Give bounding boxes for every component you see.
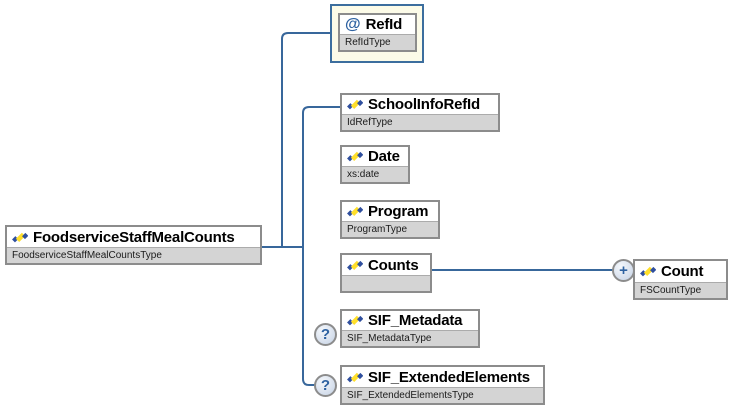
node-label: SIF_ExtendedElements <box>368 368 530 386</box>
wire-to-refid <box>281 32 330 247</box>
node-count[interactable]: Count FSCountType <box>633 259 728 300</box>
optional-badge-sif-metadata[interactable]: ? <box>314 323 337 346</box>
node-refid[interactable]: @ RefId RefIdType <box>338 13 417 52</box>
node-title: SchoolInfoRefId <box>342 95 498 114</box>
node-foodservicestaffmealcounts[interactable]: FoodserviceStaffMealCounts FoodserviceSt… <box>5 225 262 265</box>
optional-badge-sif-extendedelements[interactable]: ? <box>314 374 337 397</box>
wire-trunk <box>302 106 340 386</box>
element-icon <box>347 258 363 273</box>
element-icon <box>347 149 363 164</box>
node-refid-title: @ RefId <box>340 15 415 34</box>
node-title: SIF_Metadata <box>342 311 478 330</box>
node-schoolinforefid[interactable]: SchoolInfoRefId IdRefType <box>340 93 500 132</box>
node-refid-type: RefIdType <box>340 34 415 50</box>
node-title: Count <box>635 261 726 282</box>
node-date[interactable]: Date xs:date <box>340 145 410 184</box>
element-icon <box>12 230 28 245</box>
node-label: Counts <box>368 256 419 274</box>
repeat-plus-badge[interactable]: + <box>612 259 635 282</box>
node-type <box>342 275 430 291</box>
attribute-at-icon: @ <box>345 15 361 33</box>
element-icon <box>640 264 656 279</box>
element-icon <box>347 204 363 219</box>
node-counts[interactable]: Counts <box>340 253 432 293</box>
node-type: SIF_MetadataType <box>342 330 478 346</box>
element-icon <box>347 370 363 385</box>
node-type: IdRefType <box>342 114 498 130</box>
node-sif-metadata[interactable]: SIF_Metadata SIF_MetadataType <box>340 309 480 348</box>
node-type: ProgramType <box>342 221 438 237</box>
node-title: Counts <box>342 255 430 275</box>
root-type: FoodserviceStaffMealCountsType <box>7 247 260 263</box>
root-label: FoodserviceStaffMealCounts <box>33 228 235 246</box>
node-sif-extendedelements[interactable]: SIF_ExtendedElements SIF_ExtendedElement… <box>340 365 545 405</box>
node-label: SchoolInfoRefId <box>368 96 480 113</box>
node-label: Date <box>368 148 400 165</box>
element-icon <box>347 97 363 112</box>
node-label: Count <box>661 263 704 280</box>
node-type: xs:date <box>342 166 408 182</box>
node-title: Program <box>342 202 438 221</box>
node-refid-label: RefId <box>365 16 403 33</box>
node-title: SIF_ExtendedElements <box>342 367 543 387</box>
node-type: SIF_ExtendedElementsType <box>342 387 543 403</box>
node-type: FSCountType <box>635 282 726 298</box>
node-program[interactable]: Program ProgramType <box>340 200 440 239</box>
node-label: Program <box>368 203 429 220</box>
node-title: Date <box>342 147 408 166</box>
element-icon <box>347 313 363 328</box>
node-label: SIF_Metadata <box>368 312 463 329</box>
root-title: FoodserviceStaffMealCounts <box>7 227 260 247</box>
